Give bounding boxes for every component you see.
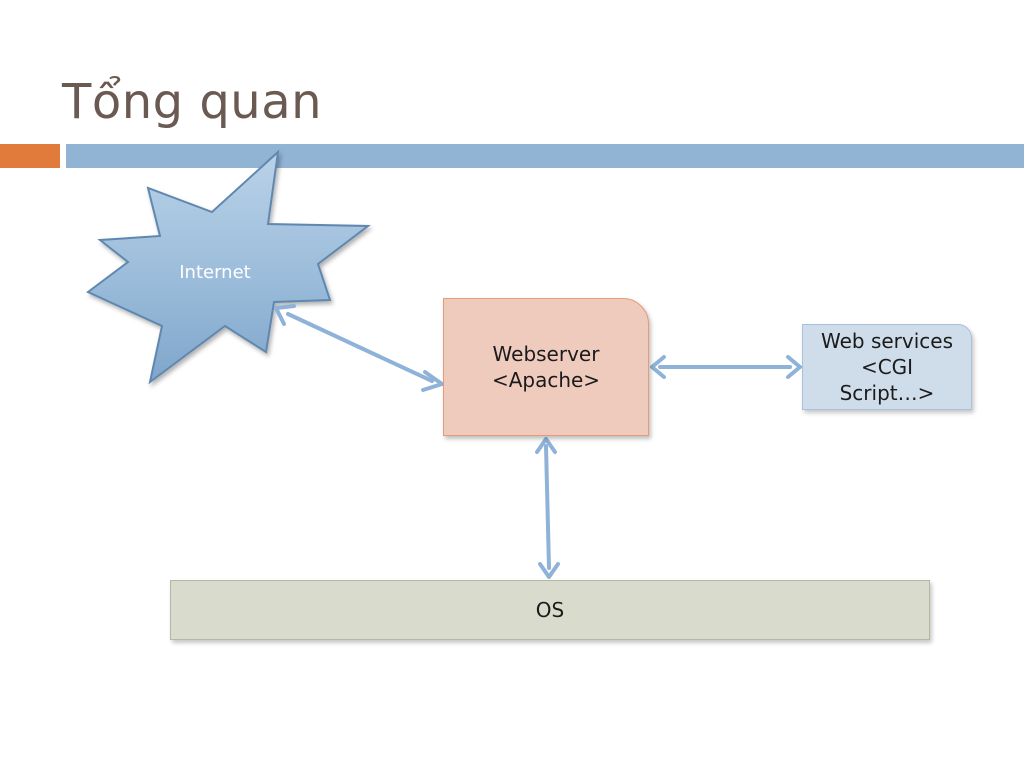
- os-node: OS: [170, 580, 930, 640]
- web-services-label: Web services <CGI Script…>: [820, 329, 954, 405]
- internet-node-shape: [86, 149, 371, 385]
- internet-label: Internet: [179, 262, 251, 283]
- connector-webserver-os: [535, 437, 560, 579]
- connector-webserver-webservices: [650, 355, 802, 379]
- web-services-node: Web services <CGI Script…>: [802, 324, 972, 410]
- webserver-label: Webserver <Apache>: [491, 342, 601, 392]
- slide-title: Tổng quan: [62, 74, 323, 130]
- title-accent-bar-blue: [66, 144, 1024, 168]
- os-label: OS: [535, 598, 565, 622]
- title-accent-bar-orange: [0, 144, 60, 168]
- connector-internet-webserver: [274, 304, 444, 392]
- webserver-node: Webserver <Apache>: [443, 298, 649, 436]
